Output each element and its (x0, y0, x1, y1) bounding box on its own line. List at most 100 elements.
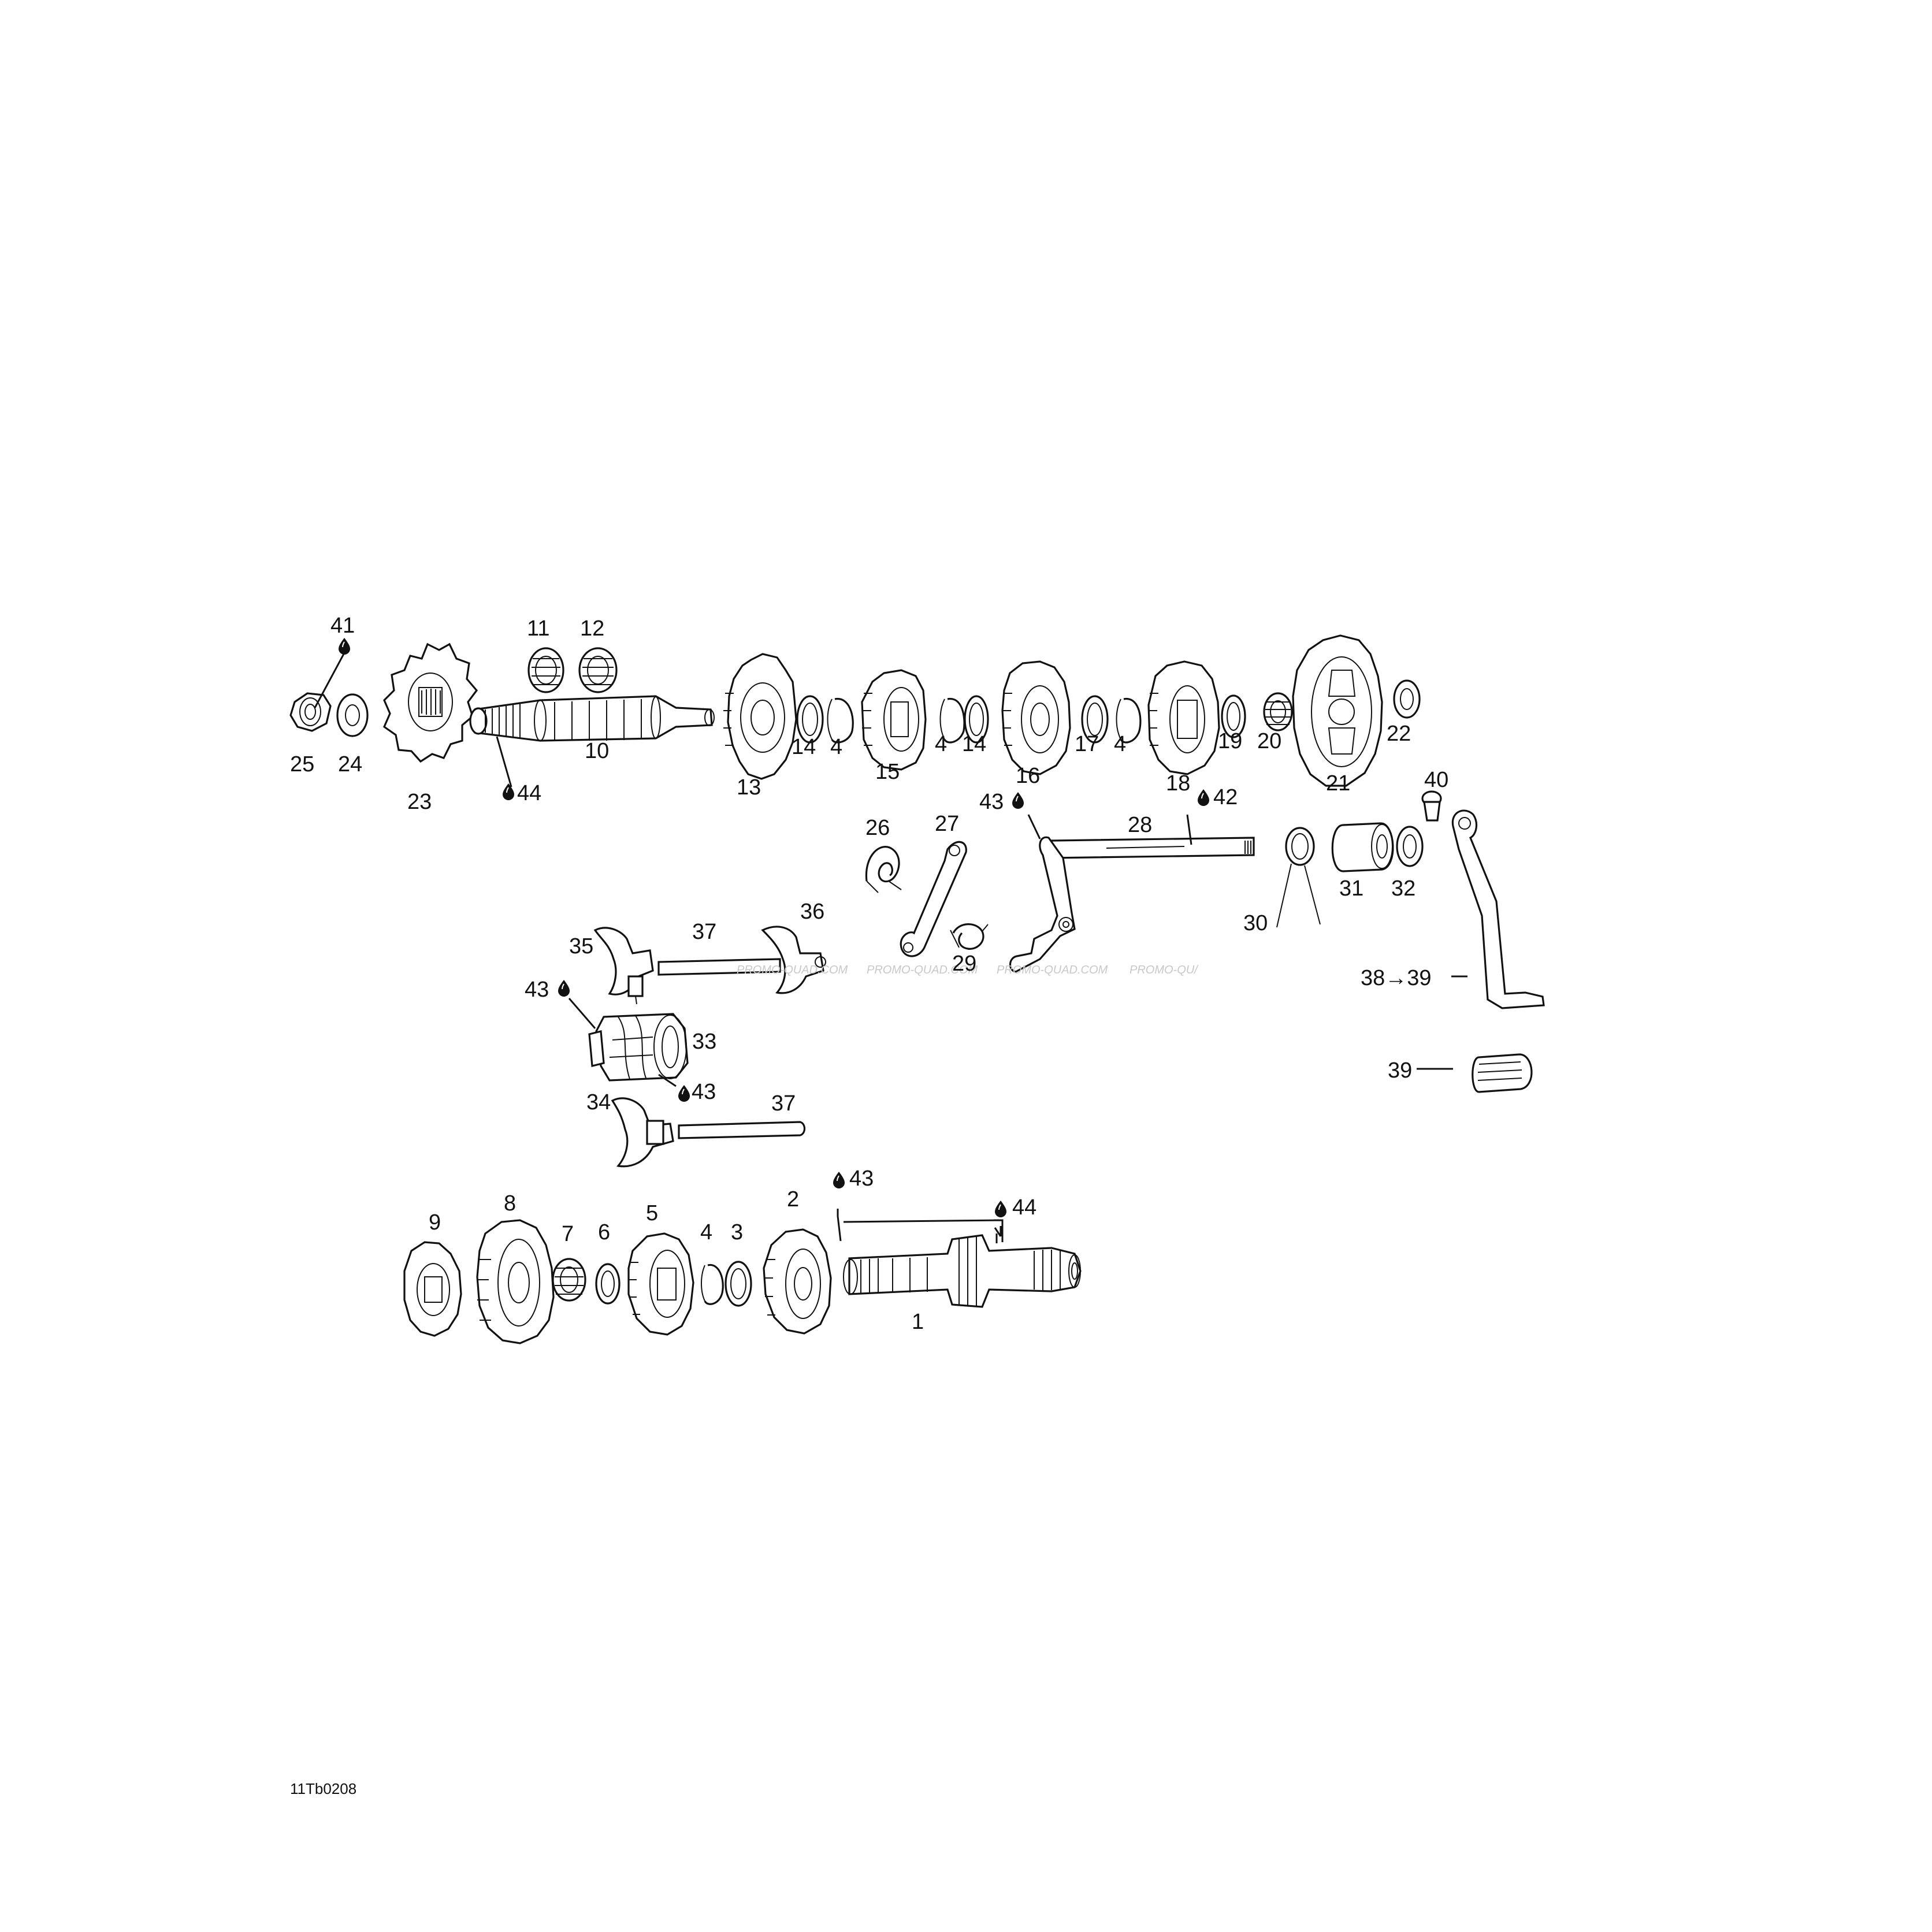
part-33-shift-drum (588, 1013, 689, 1082)
part-3-washer (724, 1261, 752, 1307)
part-15-gear (861, 669, 927, 771)
part-8-gear (476, 1219, 555, 1344)
part-34-shift-fork (611, 1097, 674, 1168)
part-36-shift-fork (761, 926, 826, 994)
callout-36: 36 (800, 900, 824, 924)
callout-13: 13 (737, 775, 761, 800)
part-30-torsion-spring (1276, 827, 1321, 928)
part-4-circlip (827, 698, 854, 744)
callout-31: 31 (1339, 876, 1363, 901)
callout-42: 42 (1213, 785, 1238, 809)
part-10-main-shaft (469, 695, 715, 742)
callout-labels: 41 25 24 23 44 11 12 10 13 14 4 15 4 14 … (290, 614, 1448, 1797)
part-23-sprocket (383, 642, 478, 763)
countershaft-assembly (403, 1219, 1082, 1344)
callout-9: 9 (429, 1210, 441, 1235)
callout-30: 30 (1243, 911, 1268, 935)
callout-23: 23 (407, 790, 432, 814)
part-29-spring (950, 923, 989, 950)
part-28-shift-shaft (1009, 836, 1255, 973)
callout-34: 34 (586, 1090, 611, 1114)
watermark: PROMO-QUAD.COM (737, 964, 848, 976)
callout-19: 19 (1218, 729, 1242, 753)
callout-3: 3 (731, 1220, 743, 1244)
callout-33: 33 (692, 1030, 716, 1054)
callout-43: 43 (849, 1166, 874, 1191)
part-38-shift-pedal (1451, 809, 1545, 1009)
part-7-needle-bearing (552, 1258, 586, 1302)
callout-22: 22 (1387, 722, 1411, 746)
callout-27: 27 (935, 812, 959, 836)
callout-24: 24 (338, 752, 362, 776)
shift-mechanism (588, 790, 1545, 1168)
part-26-spring (865, 846, 902, 893)
part-17-thrust-washer (1081, 695, 1109, 744)
part-4-circlip (701, 1264, 724, 1305)
callout-20: 20 (1257, 729, 1281, 753)
callout-4: 4 (1114, 732, 1126, 756)
part-37-fork-shaft (678, 1121, 806, 1139)
callout-4: 4 (700, 1220, 712, 1244)
callout-21: 21 (1326, 771, 1350, 796)
part-25-nut (289, 692, 332, 732)
callout-12: 12 (580, 616, 604, 641)
callout-5: 5 (646, 1201, 658, 1225)
part-12-needle-bearing (578, 647, 618, 693)
part-5-gear (627, 1232, 694, 1336)
part-16-gear (1001, 660, 1071, 775)
part-31-bushing (1331, 822, 1394, 872)
part-11-needle-bearing (527, 647, 564, 693)
part-21-large-gear (1292, 634, 1383, 787)
callout-4: 4 (830, 735, 842, 759)
callout-14: 14 (962, 732, 986, 756)
callout-14: 14 (792, 735, 816, 759)
callout-41: 41 (330, 614, 355, 638)
callout-37: 37 (692, 920, 716, 944)
callout-11: 11 (527, 616, 549, 641)
callout-43: 43 (525, 978, 549, 1002)
watermark: PROMO-QUAD.COM (997, 964, 1108, 976)
callout-25: 25 (290, 752, 314, 776)
callout-2: 2 (787, 1187, 799, 1212)
callout-15: 15 (875, 760, 900, 784)
part-4-circlip (939, 698, 965, 744)
part-27-shift-lever (900, 841, 967, 957)
callout-17: 17 (1075, 732, 1099, 756)
callout-39: 39 (1388, 1058, 1412, 1083)
callout-16: 16 (1016, 764, 1040, 788)
part-13-gear (723, 653, 797, 780)
part-40-bolt (1421, 790, 1442, 822)
part-37-fork-shaft (657, 958, 781, 976)
part-6-washer (595, 1263, 621, 1305)
callout-7: 7 (562, 1222, 574, 1246)
part-18-gear (1147, 660, 1220, 775)
part-14-thrust-washer (796, 695, 824, 744)
watermark: PROMO-QUAD.COM (867, 964, 978, 976)
part-22-washer (1393, 679, 1421, 719)
callout-8: 8 (504, 1191, 516, 1216)
callout-26: 26 (865, 816, 890, 840)
watermark-row: PROMO-QUAD.COM PROMO-QUAD.COM PROMO-QUAD… (737, 964, 1199, 976)
callout-40: 40 (1424, 768, 1448, 792)
callout-44: 44 (1012, 1195, 1036, 1220)
callout-29: 29 (952, 952, 976, 976)
callout-6: 6 (598, 1220, 610, 1244)
callout-18: 18 (1166, 771, 1190, 796)
main-shaft-assembly (289, 634, 1421, 787)
callout-28: 28 (1128, 813, 1152, 837)
part-39-pedal-rubber (1472, 1053, 1533, 1093)
callout-44: 44 (517, 781, 541, 805)
diagram-code: 11Tb0208 (290, 1780, 356, 1797)
callout-4: 4 (935, 732, 947, 756)
callout-38-39: 38→39 (1361, 966, 1432, 990)
callout-1: 1 (912, 1310, 924, 1334)
callout-32: 32 (1391, 876, 1415, 901)
callout-35: 35 (569, 934, 593, 958)
callout-10: 10 (585, 739, 609, 763)
part-2-gear (763, 1228, 832, 1335)
part-19-thrust-washer (1221, 694, 1246, 738)
part-9-gear (403, 1241, 462, 1337)
part-4-circlip (1116, 698, 1142, 744)
part-32-washer (1396, 826, 1424, 867)
